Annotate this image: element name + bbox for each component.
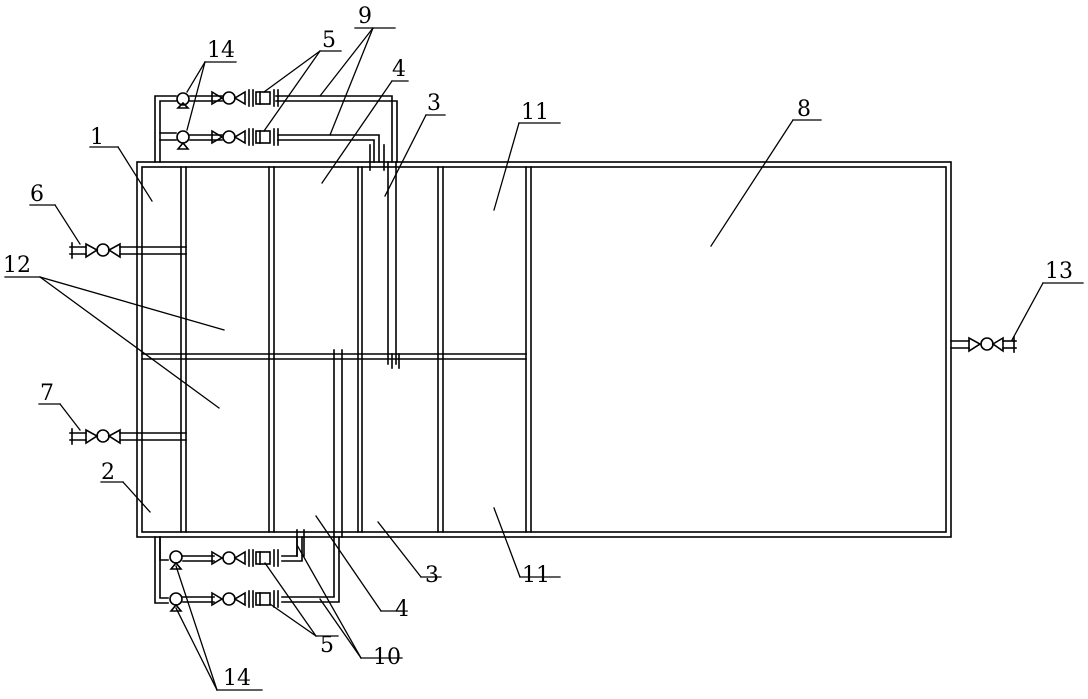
valve-icon: [211, 129, 246, 145]
label-1: 1: [90, 125, 104, 150]
label-14-bottom: 14: [223, 666, 251, 691]
pipe-top-to-middle: [387, 161, 400, 369]
part-labels: 1 2 3 3 4 4 5 5 6 7 8 9 10 11 11 12 13 1…: [3, 4, 1073, 691]
partition-walls: [180, 166, 532, 533]
flow-meter-icon: [248, 89, 279, 107]
label-6: 6: [30, 182, 44, 207]
label-14-top: 14: [207, 38, 235, 63]
label-10: 10: [373, 645, 401, 670]
flow-meter-icon: [248, 549, 279, 567]
leader-lines: [4, 27, 1084, 691]
label-9: 9: [358, 4, 372, 29]
valve-icon: [211, 90, 246, 106]
label-11-top: 11: [521, 100, 549, 125]
pump-icon: [176, 92, 190, 109]
label-4-bottom: 4: [395, 597, 409, 622]
pump-icon: [169, 592, 183, 612]
valve-icon: [211, 550, 246, 566]
label-5-bottom: 5: [320, 633, 334, 658]
label-11-bottom: 11: [522, 563, 550, 588]
label-3-bottom: 3: [425, 563, 439, 588]
flow-meter-icon: [248, 128, 279, 146]
valve-icon: [211, 591, 246, 607]
top-pipe-system: [154, 95, 398, 171]
label-3-top: 3: [427, 91, 441, 116]
outlet-valve-13: [950, 336, 1017, 353]
inlet-valve-6: [69, 242, 187, 259]
pump-icon: [176, 130, 190, 150]
label-2: 2: [101, 460, 115, 485]
label-8: 8: [797, 97, 811, 122]
bottom-pipe-system: [154, 529, 340, 604]
label-7: 7: [40, 381, 54, 406]
pump-icon: [169, 550, 183, 570]
label-5-top: 5: [322, 28, 336, 53]
inlet-valve-7: [69, 428, 187, 445]
flow-meter-icon: [248, 590, 279, 608]
pipe-bottom-to-middle: [333, 349, 343, 538]
label-12: 12: [3, 253, 31, 278]
label-4-top: 4: [392, 57, 406, 82]
tank-outline: [136, 161, 952, 538]
label-13: 13: [1045, 259, 1073, 284]
